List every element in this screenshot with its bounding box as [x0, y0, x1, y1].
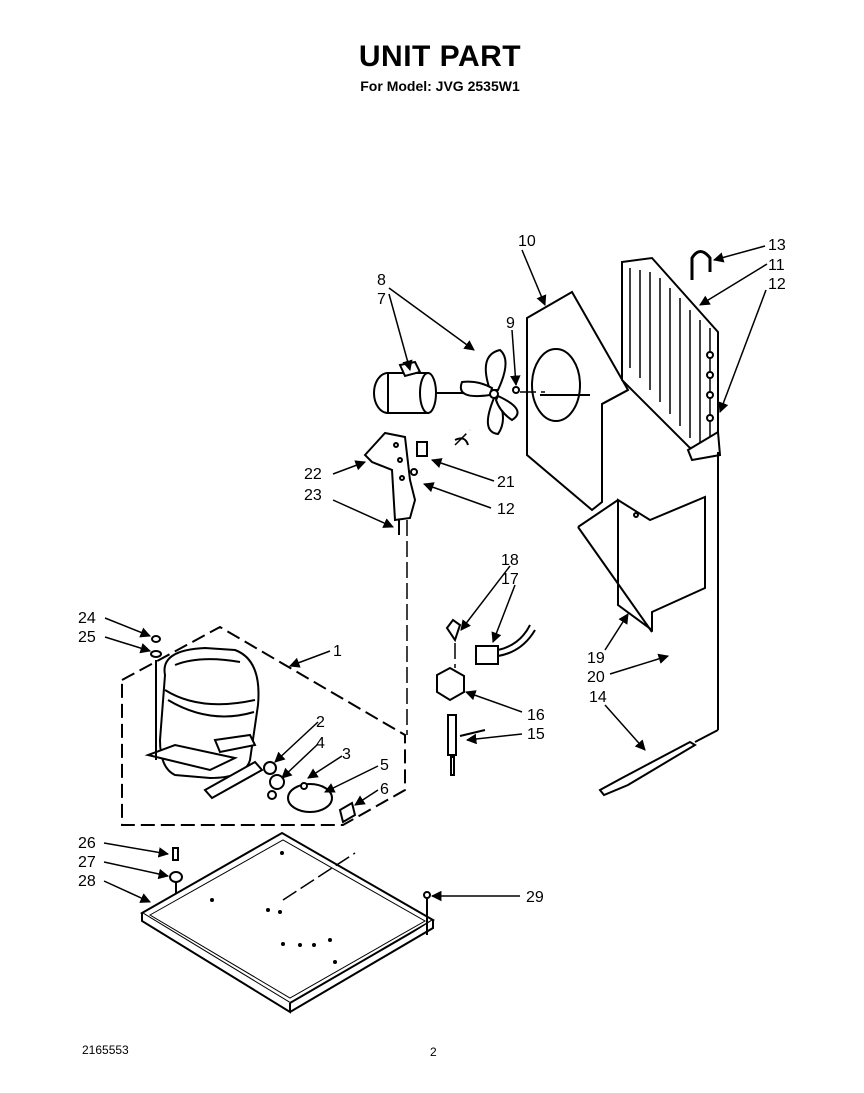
- callout-24: 24: [78, 610, 96, 627]
- callout-23: 23: [304, 487, 322, 504]
- callout-1: 1: [333, 643, 342, 660]
- callout-leaders: [103, 245, 768, 903]
- callout-13: 13: [768, 237, 786, 254]
- filter-drier: [598, 729, 719, 797]
- base-pan: [140, 831, 435, 1014]
- callout-6: 6: [380, 781, 389, 798]
- callout-21: 21: [497, 474, 515, 491]
- callout-20: 20: [587, 669, 605, 686]
- fan-motor: [373, 360, 465, 414]
- callout-2: 2: [316, 714, 325, 731]
- compressor: [144, 646, 264, 800]
- thermostat-assembly: [436, 618, 536, 776]
- callout-labels: 1 2 3 4 5 6 7 8 9 10 11 12 12 13 14 15 1…: [78, 233, 786, 906]
- document-number: 2165553: [82, 1043, 129, 1057]
- callout-10: 10: [518, 233, 536, 250]
- fan-bracket: [363, 431, 417, 535]
- callout-14: 14: [589, 689, 607, 706]
- callout-12-bracket: 12: [497, 501, 515, 518]
- callout-7: 7: [377, 291, 386, 308]
- callout-12-top: 12: [768, 276, 786, 293]
- screw-29: [423, 891, 431, 935]
- model-subtitle: For Model: JVG 2535W1: [360, 78, 520, 94]
- callout-25: 25: [78, 629, 96, 646]
- callout-18: 18: [501, 552, 519, 569]
- baffle: [617, 495, 706, 632]
- u-tube: [690, 250, 712, 280]
- callout-11: 11: [768, 257, 785, 274]
- callout-29: 29: [526, 889, 544, 906]
- clip-hardware: [410, 437, 469, 476]
- callout-9: 9: [506, 315, 515, 332]
- compressor-group-outline: [121, 625, 406, 826]
- baffle-guide-line: [577, 499, 653, 633]
- callout-16: 16: [527, 707, 545, 724]
- condenser-coil: [621, 256, 722, 730]
- relay-parts: [263, 761, 357, 824]
- page-title: UNIT PART: [358, 40, 522, 73]
- callout-19: 19: [587, 650, 605, 667]
- callout-3: 3: [342, 746, 351, 763]
- fan-shroud: [526, 290, 630, 512]
- callout-26: 26: [78, 835, 96, 852]
- callout-27: 27: [78, 854, 96, 871]
- mounting-hardware: [150, 635, 183, 925]
- page-number: 2: [430, 1045, 437, 1059]
- assembly-lines: [282, 391, 545, 901]
- fan-blade: [459, 348, 520, 436]
- callout-15: 15: [527, 726, 545, 743]
- callout-22: 22: [304, 466, 322, 483]
- callout-8: 8: [377, 272, 386, 289]
- callout-4: 4: [316, 735, 325, 752]
- callout-17: 17: [501, 571, 519, 588]
- callout-5: 5: [380, 757, 389, 774]
- callout-28: 28: [78, 873, 96, 890]
